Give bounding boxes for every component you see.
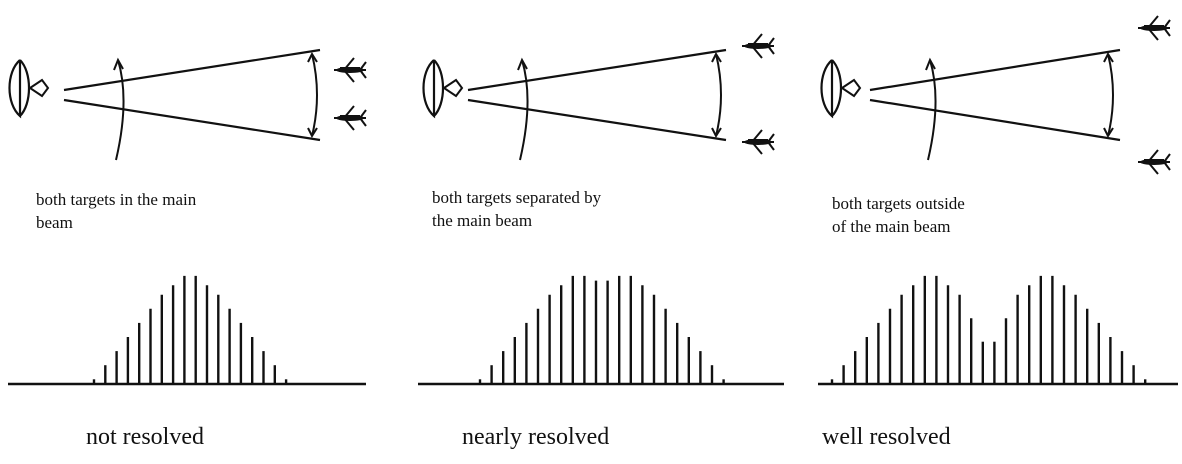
panel-well-resolved: both targets outside of the main beam we… xyxy=(808,0,1182,464)
beam-angle-arc xyxy=(115,59,125,161)
beam-lower-edge xyxy=(869,98,1121,142)
aircraft-icon xyxy=(1138,15,1171,41)
beam-upper-edge xyxy=(63,48,321,92)
panel-nearly-resolved: both targets separated by the main beam … xyxy=(404,0,798,464)
resolution-label: nearly resolved xyxy=(462,424,610,450)
aircraft-icon xyxy=(742,129,775,155)
panel-not-resolved: both targets in the main beam not resolv… xyxy=(0,0,394,464)
panel-caption: both targets outside of the main beam xyxy=(832,194,965,236)
radar-scene xyxy=(820,15,1171,175)
radar-scene xyxy=(8,48,367,161)
beam-upper-edge xyxy=(467,48,727,92)
beam-angle-arc xyxy=(927,59,937,161)
feed-horn xyxy=(28,78,50,98)
arc-arrow xyxy=(1103,51,1114,139)
aircraft-icon xyxy=(1138,149,1171,175)
return-signal-bars xyxy=(8,275,366,386)
resolution-label: well resolved xyxy=(822,424,951,450)
aircraft-icon xyxy=(742,33,775,59)
arc-arrow xyxy=(925,57,936,71)
antenna-dish-icon xyxy=(8,59,30,119)
panel-caption: both targets in the main beam xyxy=(36,190,197,232)
beam-upper-edge xyxy=(869,48,1121,92)
beam-lower-edge xyxy=(467,98,727,142)
beam-lower-edge xyxy=(63,98,321,142)
arc-arrow xyxy=(113,57,124,71)
arc-arrow xyxy=(307,51,318,139)
return-signal-bars xyxy=(418,275,784,386)
antenna-dish-icon xyxy=(820,59,842,119)
feed-horn xyxy=(840,78,862,98)
beam-width-arc xyxy=(1107,53,1114,137)
radar-scene xyxy=(422,33,775,161)
arc-arrow xyxy=(517,57,528,71)
resolution-label: not resolved xyxy=(86,424,204,450)
antenna-dish-icon xyxy=(422,59,444,119)
beam-width-arc xyxy=(311,53,318,137)
return-signal-bars xyxy=(818,275,1178,386)
aircraft-icon xyxy=(334,105,367,131)
feed-horn xyxy=(442,78,464,98)
arc-arrow xyxy=(711,51,722,139)
beam-width-arc xyxy=(715,53,722,137)
panel-caption: both targets separated by the main beam xyxy=(432,188,602,230)
beam-angle-arc xyxy=(519,59,529,161)
aircraft-icon xyxy=(334,57,367,83)
